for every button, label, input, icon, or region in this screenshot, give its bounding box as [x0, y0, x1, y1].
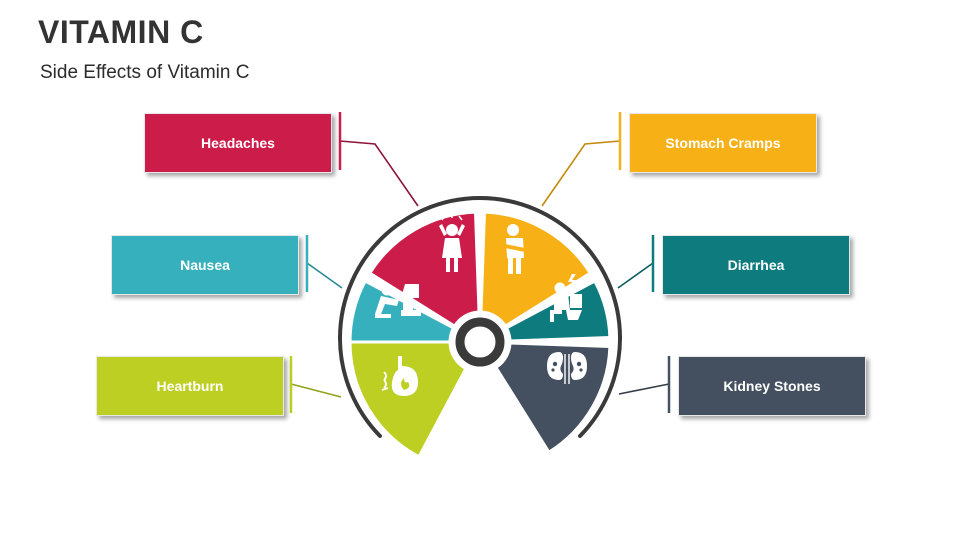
label-nausea: Nausea [111, 235, 299, 295]
nausea-icon [375, 284, 421, 318]
label-diarrhea: Diarrhea [662, 235, 850, 295]
page-title: VITAMIN C [38, 14, 204, 50]
connector-stomach-cramps [541, 140, 621, 207]
center-ring [455, 317, 505, 367]
diarrhea-icon [550, 274, 582, 322]
connector-headaches [339, 140, 419, 207]
label-kidney-stones: Kidney Stones [678, 356, 866, 416]
outer-arc [338, 196, 622, 438]
stomach-cramp-icon [505, 224, 525, 274]
label-stomach-cramps: Stomach Cramps [629, 113, 817, 173]
page-subtitle: Side Effects of Vitamin C [40, 62, 250, 83]
label-kidney-stones-text: Kidney Stones [723, 378, 821, 394]
connector-heartburn [290, 383, 342, 398]
connector-nausea [306, 262, 343, 289]
kidney-icon [547, 352, 587, 384]
connector-diarrhea [617, 262, 654, 289]
connector-kidney-stones [618, 383, 670, 395]
label-heartburn: Heartburn [96, 356, 284, 416]
label-headaches-text: Headaches [201, 135, 275, 151]
label-nausea-text: Nausea [180, 257, 230, 273]
label-diarrhea-text: Diarrhea [727, 257, 785, 273]
headache-icon [439, 214, 465, 272]
heartburn-icon [381, 356, 418, 396]
label-stomach-cramps-text: Stomach Cramps [665, 135, 781, 151]
segment-heartburn [348, 340, 468, 459]
label-headaches: Headaches [144, 113, 332, 173]
label-heartburn-text: Heartburn [156, 378, 224, 394]
